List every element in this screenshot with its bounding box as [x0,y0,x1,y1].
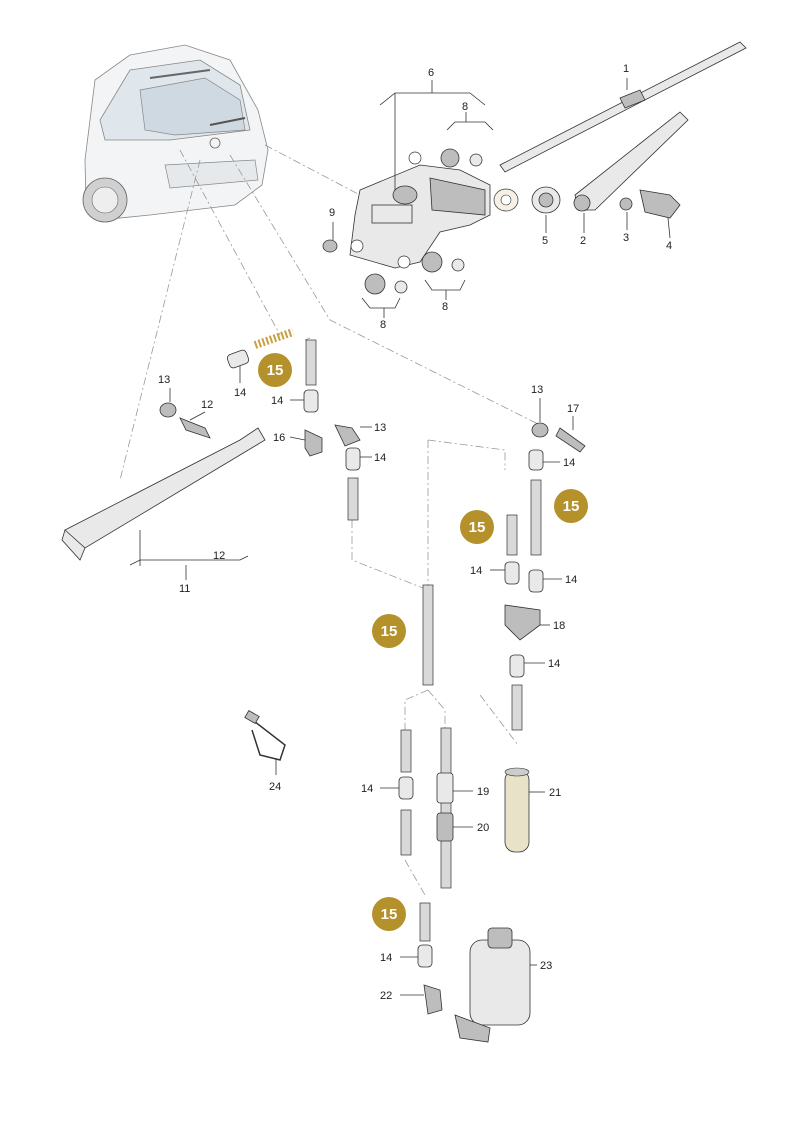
label-5: 5 [542,235,548,247]
spoiler-trim [61,427,266,580]
label-24: 24 [269,781,281,793]
label-16: 16 [273,432,285,444]
label-14-f: 14 [565,574,577,586]
label-23: 23 [540,960,552,972]
bracket-lines [332,78,671,318]
label-8-right: 8 [442,301,448,313]
svg-text:15: 15 [267,362,284,379]
leader-lines [169,366,574,996]
guide-lines [119,144,541,896]
badge-15-c: 15 [460,510,494,544]
nut-icon [619,197,633,211]
cap-icon [639,189,681,219]
label-14-b: 14 [271,395,283,407]
label-14-i: 14 [380,952,392,964]
label-12-upper: 12 [201,399,213,411]
badge-15-a: 15 [258,353,292,387]
label-14-a: 14 [234,387,246,399]
label-9: 9 [329,207,335,219]
label-1: 1 [623,63,629,75]
badge-15-b: 15 [554,489,588,523]
label-20: 20 [477,822,489,834]
badge-15-d: 15 [372,614,406,648]
wiper-blade [499,41,747,173]
label-12-lower: 12 [213,550,225,562]
label-14-h: 14 [361,783,373,795]
label-14-e: 14 [470,565,482,577]
hose-segments [303,339,544,1015]
hose-coil [253,328,295,349]
label-17: 17 [567,403,579,415]
svg-text:15: 15 [381,906,398,923]
label-14-c: 14 [374,452,386,464]
washer-nozzle-right [531,422,586,453]
grommet-icon [531,186,561,214]
bolt-icon [322,239,338,253]
label-13-left: 13 [158,374,170,386]
wiper-motor [349,151,491,269]
label-22: 22 [380,990,392,1002]
label-13-right: 13 [531,384,543,396]
label-4: 4 [666,240,672,252]
label-14-g: 14 [548,658,560,670]
wiper-arm [573,111,689,212]
filter-icon [504,767,530,853]
svg-text:15: 15 [381,623,398,640]
label-14-d: 14 [563,457,575,469]
car-illustration [82,44,269,223]
badge-15-e: 15 [372,897,406,931]
part-number-labels: 1 2 3 4 5 6 8 8 8 9 11 12 12 13 13 13 14… [158,63,672,1002]
label-8-top: 8 [462,101,468,113]
washer-pump [454,927,531,1043]
label-19: 19 [477,786,489,798]
rubber-mounts [364,148,483,295]
label-18: 18 [553,620,565,632]
label-21: 21 [549,787,561,799]
seal-washer-icon [493,188,519,212]
label-3: 3 [623,232,629,244]
label-6: 6 [428,67,434,79]
hose-connector [226,349,250,369]
cable-tie-icon [244,709,286,761]
washer-nozzle-left [159,402,211,439]
svg-text:15: 15 [469,519,486,536]
svg-text:15: 15 [563,498,580,515]
label-8-left: 8 [380,319,386,331]
label-2: 2 [580,235,586,247]
label-13-mid: 13 [374,422,386,434]
label-11: 11 [179,583,190,595]
